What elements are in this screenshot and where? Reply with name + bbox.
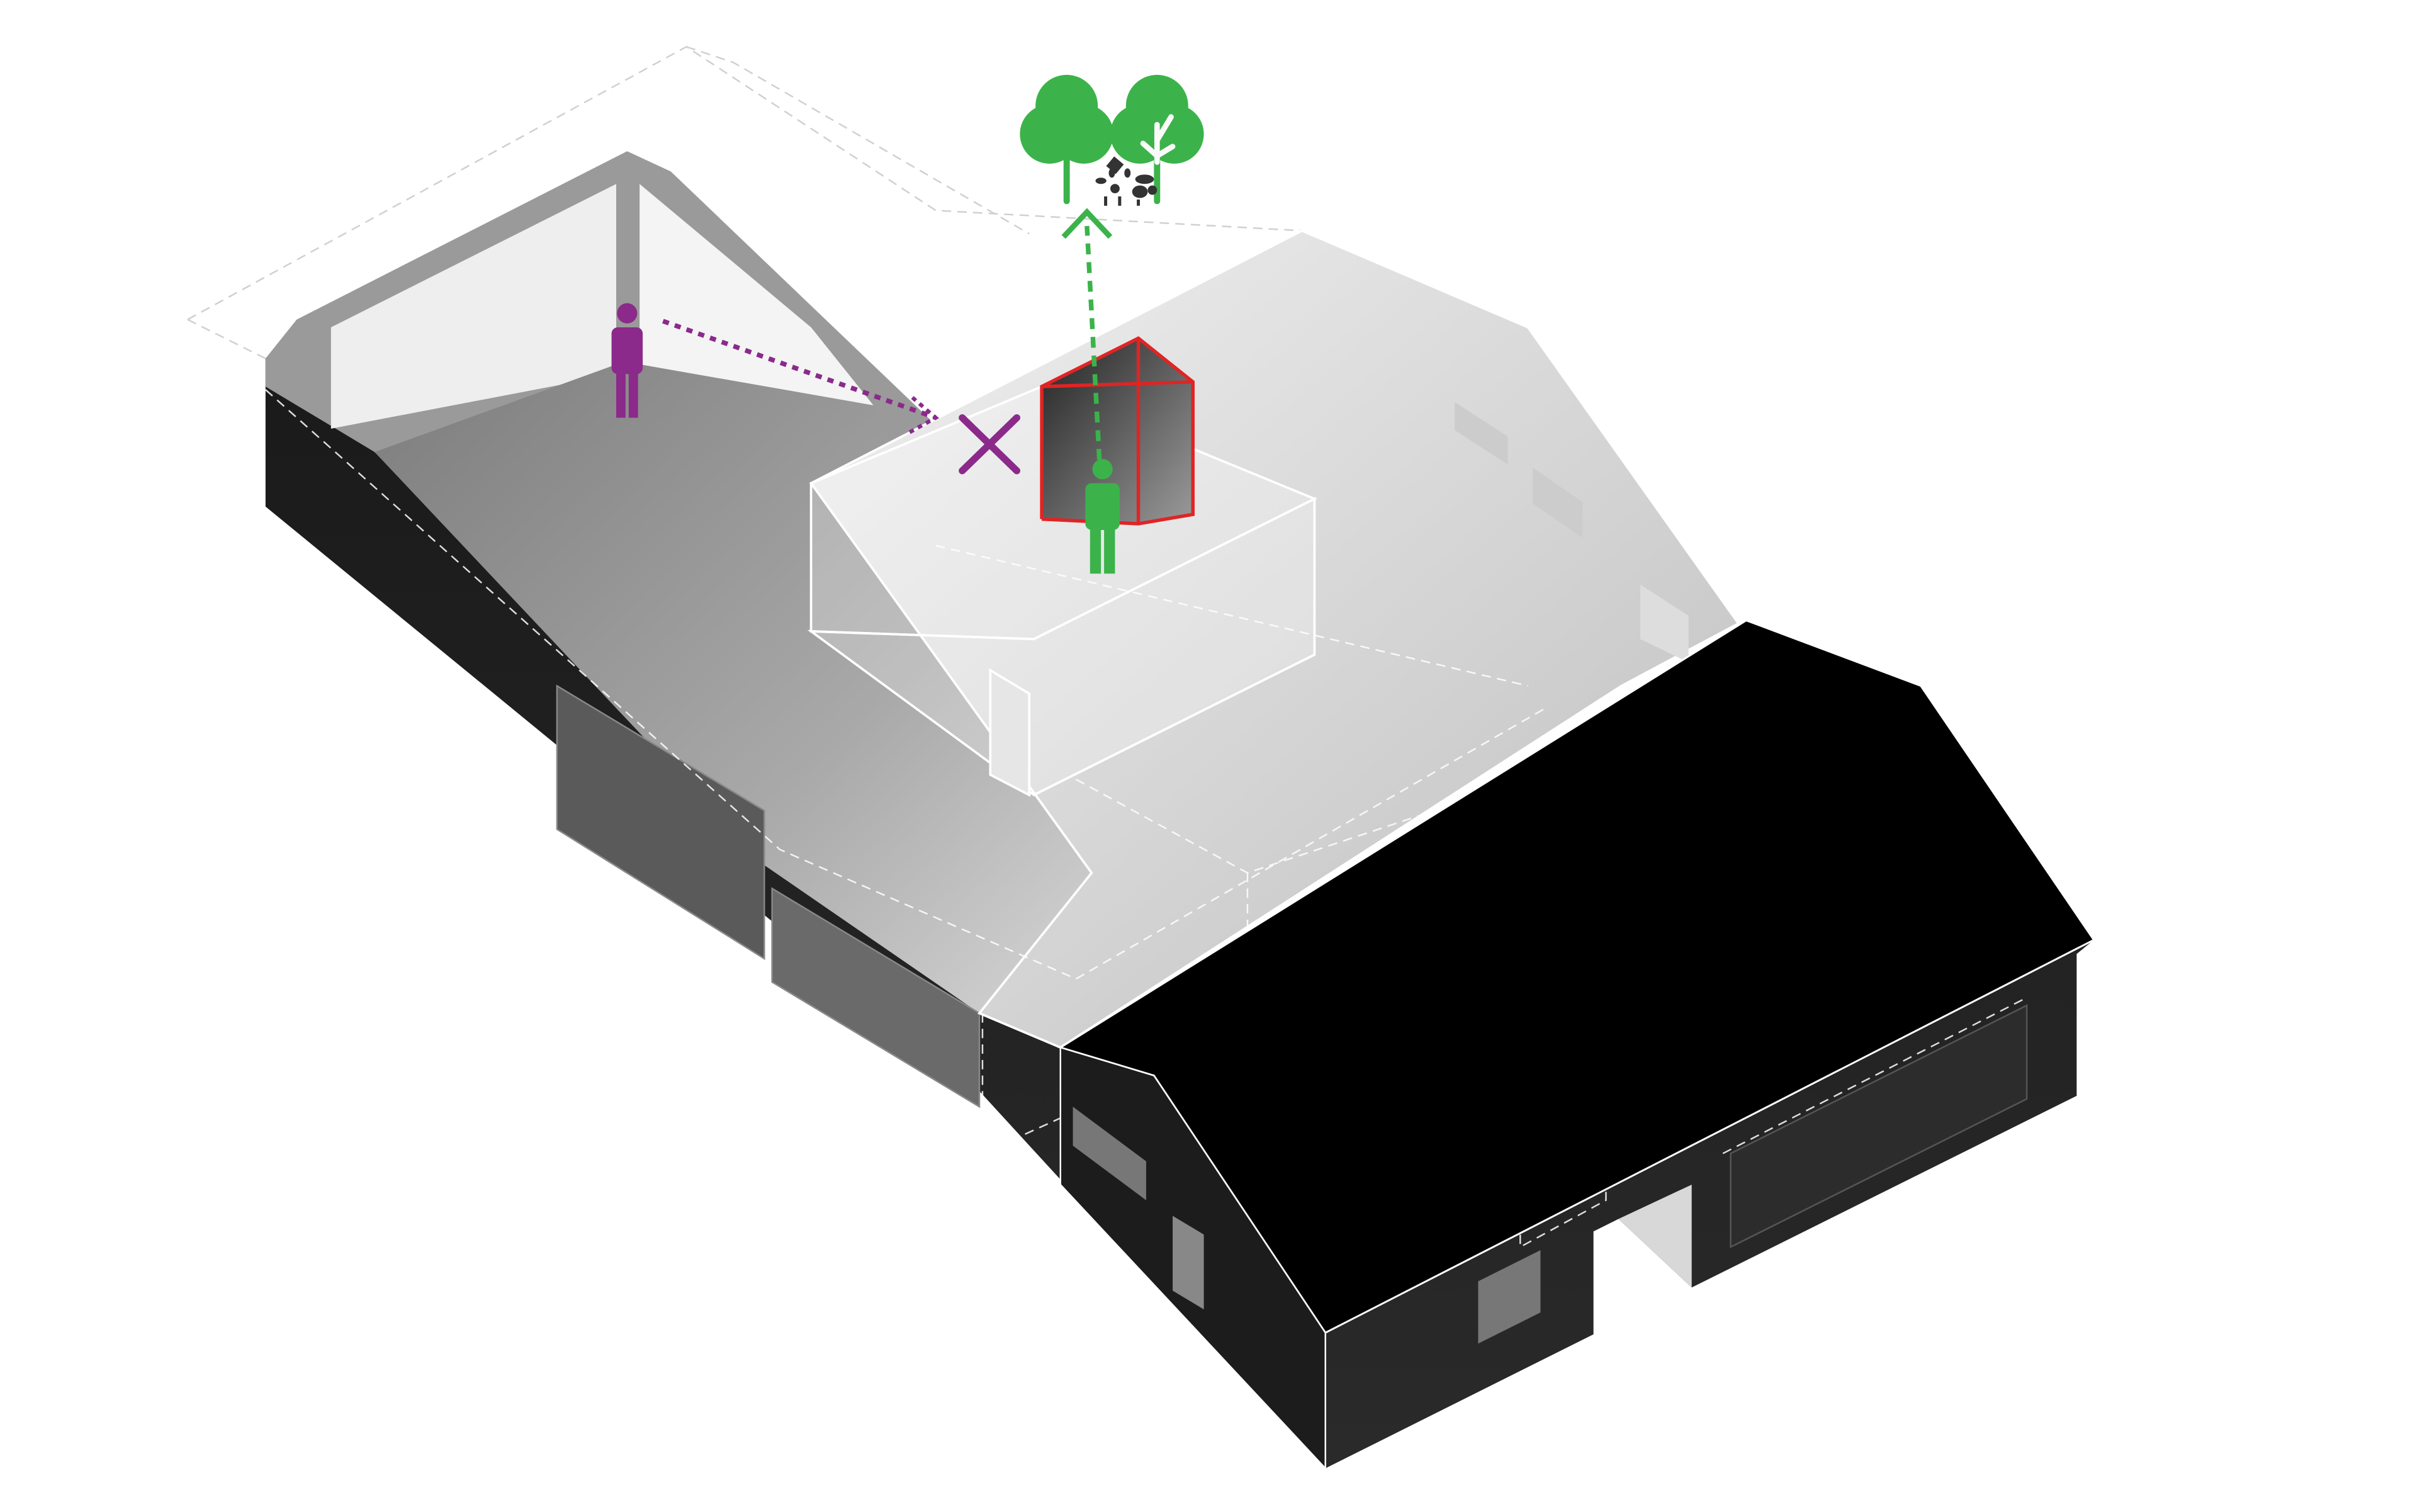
left-wall-window — [771, 887, 981, 1109]
cow-icon — [1095, 156, 1158, 206]
left-wall-window — [556, 684, 765, 961]
right-wing-window — [1640, 584, 1689, 663]
left-wing-window — [330, 184, 617, 429]
arrow-up-icon — [1061, 208, 1113, 239]
blocked-x-icon — [959, 414, 1020, 475]
building-dark-base — [265, 358, 2094, 1469]
right-wing-window — [1533, 467, 1583, 538]
garage-door — [1730, 1004, 2028, 1249]
blocked-sightline-arrow — [906, 396, 940, 436]
right-wing-window — [1455, 402, 1508, 465]
front-wall-window — [1173, 1216, 1204, 1310]
open-sightline — [1085, 225, 1102, 460]
tree-branch-icon — [1110, 74, 1204, 205]
left-wing-rear-window — [639, 184, 874, 405]
ghost-roof-outline — [187, 45, 1302, 359]
tree-icon — [1020, 74, 1113, 205]
person-green-icon — [1085, 459, 1120, 574]
person-purple-icon — [611, 303, 643, 418]
highlighted-room-outline — [1040, 336, 1195, 526]
blocked-sightline — [662, 319, 937, 420]
front-wall-window — [1478, 1250, 1541, 1344]
garage-side-wall — [1618, 1184, 1692, 1288]
front-wall-window — [1073, 1107, 1146, 1200]
